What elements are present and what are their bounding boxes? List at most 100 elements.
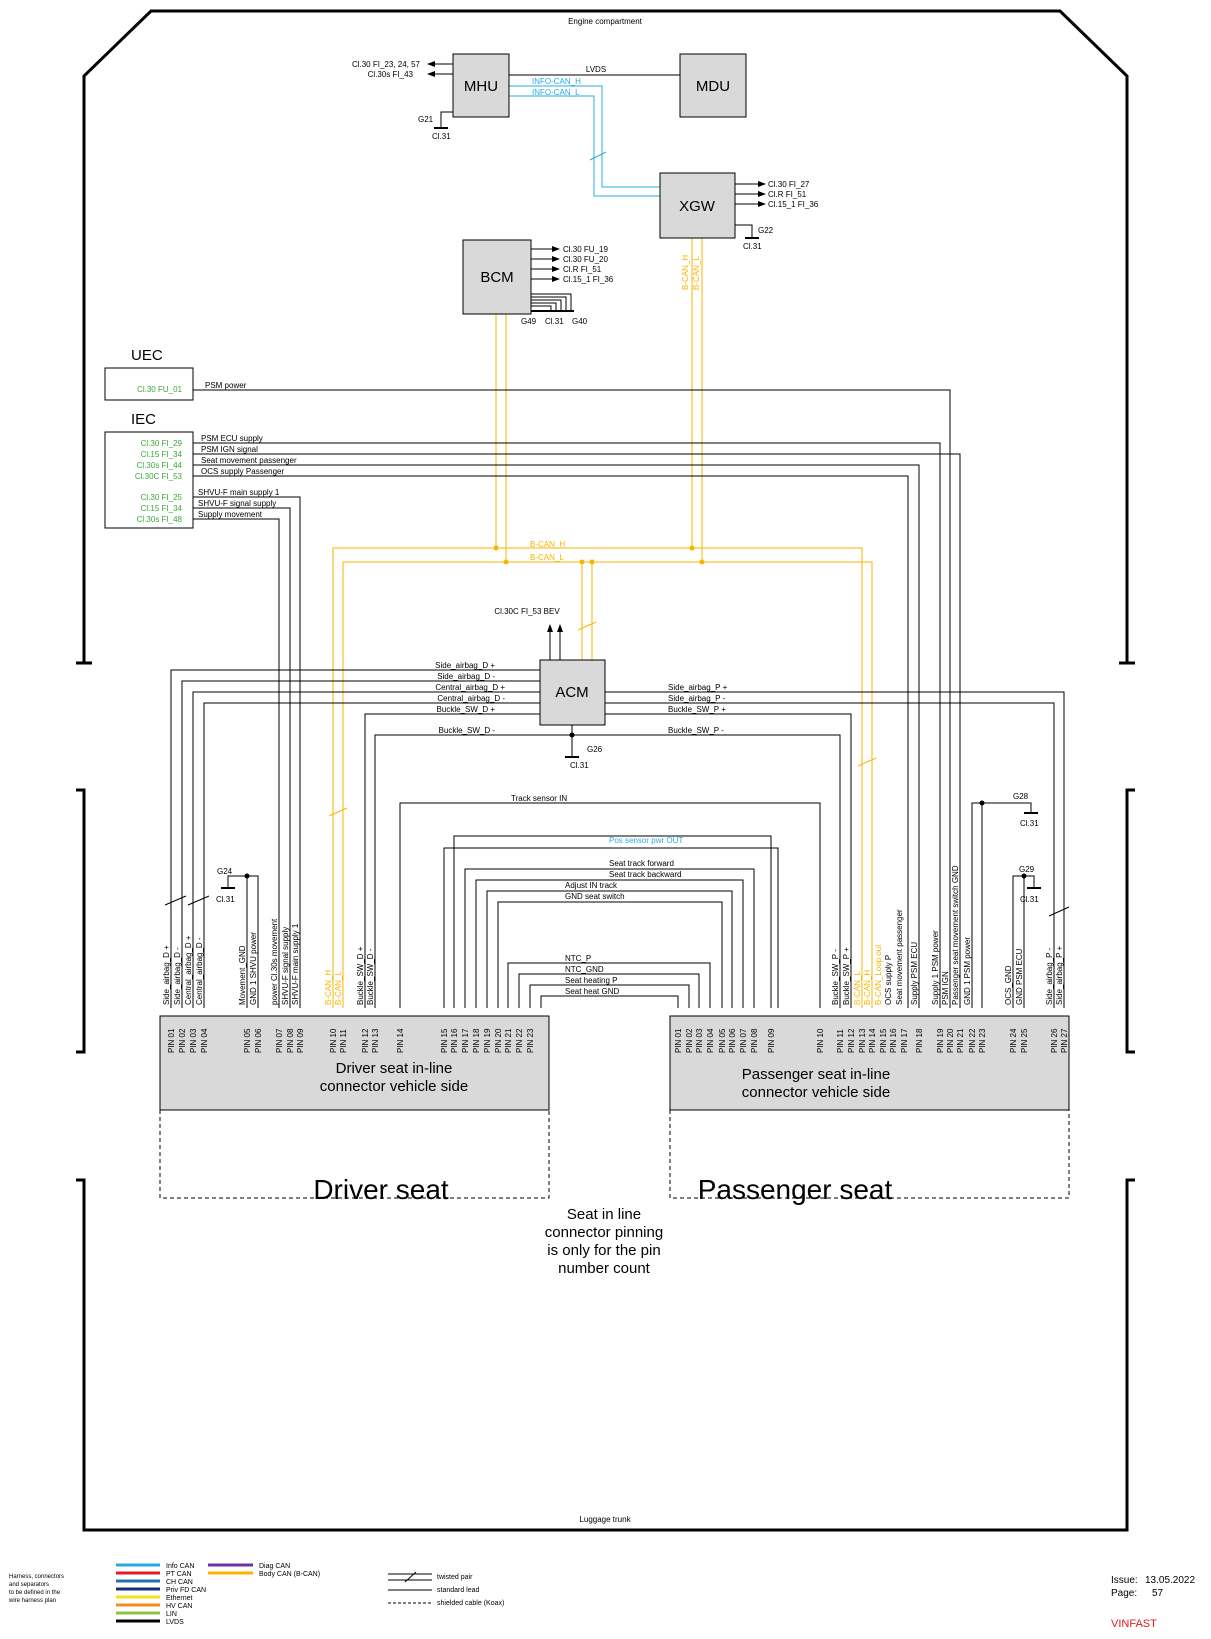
g28-ground [971,802,1038,1008]
iec-fuse-1: Cl.30 FI_29 [141,439,183,448]
iec-fuse-4: Cl.30C FI_53 [135,472,183,481]
pin-label: PIN 01 [167,1028,176,1053]
harness-note-3: to be defined in the [9,1590,61,1596]
iec-signal-1: PSM ECU supply [201,434,263,443]
pin-label: PIN 08 [750,1028,759,1053]
track-backward-label: Seat track backward [609,870,681,879]
iec-fuse-5: Cl.30 FI_25 [141,493,183,502]
pin-label: PIN 03 [189,1028,198,1053]
passenger-connector [669,1015,1070,1111]
driver-wire-labels: Side_airbag_D +Side_airbag_D -Central_ai… [162,918,375,1005]
pin-label: PIN 04 [200,1028,209,1053]
xgw-output-2: Cl.R FI_51 [768,190,807,199]
acm-right-4: Buckle_SW_P - [668,726,724,735]
bcm-output-3: Cl.R FI_51 [563,265,602,274]
brand-logo: VINFAST [1111,1618,1157,1630]
legend-label: CH CAN [166,1579,193,1586]
pin-label: PIN 15 [879,1028,888,1053]
iec-signal-2: PSM IGN signal [201,445,258,454]
xgw-module [659,172,736,239]
pin-label: PIN 10 [816,1028,825,1053]
acm-left-labels: Side_airbag_D + Side_airbag_D - Central_… [435,661,505,735]
xgw-ground-symbol [735,224,759,239]
pin-label: PIN 25 [1020,1028,1029,1053]
pin-label: PIN 22 [515,1028,524,1053]
bcm-output-1: Cl.30 FU_19 [563,245,608,254]
wire-label: B-CAN_L [334,971,343,1005]
wire-label: Buckle_SW_D + [356,946,365,1005]
wire-label: OCS supply P [884,955,893,1005]
wire-label: B-CAN_H [863,970,872,1005]
info-can-l-label: INFO-CAN_L [532,88,580,97]
iec-signal-5: SHVU-F main supply 1 [198,488,280,497]
pin-label: PIN 15 [440,1028,449,1053]
pin-label: PIN 13 [858,1028,867,1053]
g29-ground [1012,875,1041,1008]
wire-label: Side_airbag_D + [162,945,171,1005]
mdu-module [679,53,747,118]
wire-label: Central_airbag_D + [184,935,193,1005]
pin-label: PIN 26 [1050,1028,1059,1053]
xgw-bcan-lines [691,238,703,562]
legend-label: LIN [166,1611,177,1618]
acm-right-labels: Side_airbag_P + Side_airbag_P - Buckle_S… [668,683,728,735]
xgw-bcan-h-label: B-CAN_H [681,255,690,290]
pin-label: PIN 20 [946,1028,955,1053]
bcm-bcan-lines [495,314,507,562]
adjust-track-label: Adjust IN track [565,881,618,890]
bcm-label: BCM [480,269,513,286]
acm-supply-arrows [547,624,563,660]
legend-label: Body CAN (B-CAN) [259,1571,320,1578]
wire-label: Buckle_SW_P - [831,949,840,1005]
g24-label: G24 [217,867,233,876]
gnd-switch-label: GND seat switch [565,892,625,901]
pin-label: PIN 05 [718,1028,727,1053]
wire-label: Seat movement passenger [895,909,904,1005]
acm-left-5: Buckle_SW_D + [437,705,496,714]
pin-label: PIN 07 [275,1028,284,1053]
bcm-ground-3: G40 [572,317,588,326]
wire-label: OCS_GND [1004,965,1013,1005]
acm-right-3: Buckle_SW_P + [668,705,726,714]
pin-label: PIN 11 [836,1029,845,1053]
xgw-ground-label: G22 [758,226,774,235]
g28-label: G28 [1013,792,1029,801]
driver-seat-area [159,1110,550,1199]
iec-box [104,431,194,529]
wire-label: SHVU-F signal supply [281,927,290,1005]
harness-note-1: Harness, connectors [9,1574,64,1580]
twisted-pair-label: twisted pair [437,1574,473,1581]
twisted-pair-sample [388,1571,432,1583]
pin-label: PIN 10 [329,1028,338,1053]
wire-label: B-CAN_H [324,970,333,1005]
lvds-label: LVDS [586,65,606,74]
mhu-label: MHU [464,78,498,95]
wire-label: GND PSM ECU [1015,948,1024,1005]
standard-lead-label: standard lead [437,1587,480,1594]
twisted-pair-marks [328,621,877,817]
pin-label: PIN 23 [978,1028,987,1053]
iec-signal-6: SHVU-F signal supply [198,499,276,508]
acm-module [539,659,606,726]
iec-fuse-labels: Cl.30 FI_29 Cl.15 FI_34 Cl.30s FI_44 Cl.… [135,439,183,524]
vehicle-outline [76,9,1135,1532]
pinning-note: Seat in line connector pinning is only f… [545,1206,663,1277]
pin-label: PIN 09 [767,1028,776,1053]
track-forward-label: Seat track forward [609,859,674,868]
pin-label: PIN 02 [178,1028,187,1053]
passenger-seat-area [669,1110,1070,1199]
heat-gnd-label: Seat heat GND [565,987,619,996]
legend-label: Diag CAN [259,1563,290,1570]
iec-signal-3: Seat movement passenger [201,456,297,465]
uec-box [104,367,194,401]
pin-label: PIN 11 [339,1029,348,1053]
note-line-1: Seat in line [567,1206,641,1223]
note-line-2: connector pinning [545,1224,663,1241]
iec-fuse-3: Cl.30s FI_44 [137,461,183,470]
mhu-output-arrows [427,61,453,77]
bcm-output-arrows [531,246,560,282]
pin-label: PIN 06 [254,1028,263,1053]
